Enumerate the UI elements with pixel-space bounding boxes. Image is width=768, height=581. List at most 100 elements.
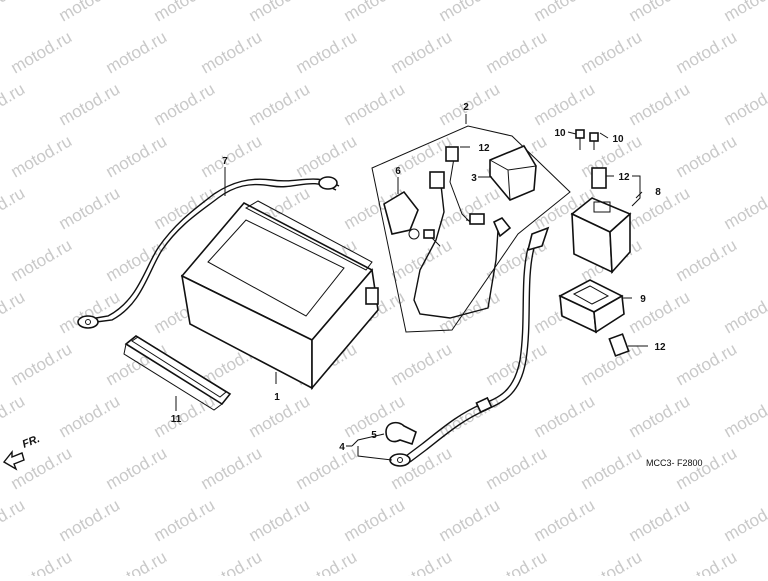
watermark-text: motod.ru: [483, 339, 551, 389]
watermark-text: motod.ru: [8, 547, 76, 576]
callout-11: 11: [171, 414, 182, 425]
callout-12-bottom: 12: [654, 342, 666, 353]
callout-2: 2: [463, 102, 469, 113]
bolts: [576, 130, 598, 150]
watermark-text: motod.ru: [293, 547, 361, 576]
callout-8: 8: [655, 187, 661, 198]
callout-3: 3: [471, 173, 477, 184]
watermark-text: motod.ru: [626, 79, 694, 129]
watermark-text: motod.ru: [56, 495, 124, 545]
watermark-text: motod.ru: [578, 339, 646, 389]
watermark-text: motod.ru: [56, 0, 124, 25]
watermark-text: motod.ru: [531, 495, 599, 545]
callout-10-right: 10: [612, 134, 624, 145]
watermark-text: motod.ru: [198, 131, 266, 181]
callout-12-right: 12: [618, 172, 630, 183]
callout-9: 9: [640, 294, 646, 305]
drawing-code: MCC3- F2800: [646, 458, 703, 468]
watermark-text: motod.ru: [0, 0, 28, 25]
callout-10-left: 10: [554, 128, 566, 139]
watermark-text: motod.ru: [721, 287, 768, 337]
watermark-text: motod.ru: [721, 183, 768, 233]
watermark-text: motod.ru: [721, 79, 768, 129]
watermark-text: motod.ru: [626, 287, 694, 337]
watermark-text: motod.ru: [151, 495, 219, 545]
watermark-text: motod.ru: [293, 131, 361, 181]
watermark-text: motod.ru: [578, 27, 646, 77]
watermark-text: motod.ru: [436, 79, 504, 129]
watermark-text: motod.ru: [198, 443, 266, 493]
watermark-text: motod.ru: [103, 443, 171, 493]
watermark-text: motod.ru: [531, 391, 599, 441]
watermark-text: motod.ru: [246, 79, 314, 129]
watermark-text: motod.ru: [673, 131, 741, 181]
watermark-text: motod.ru: [0, 495, 28, 545]
direction-label: FR.: [21, 433, 42, 451]
watermark-text: motod.ru: [388, 443, 456, 493]
watermark-text: motod.ru: [578, 443, 646, 493]
watermark-text: motod.ru: [151, 0, 219, 25]
watermark-text: motod.ru: [56, 79, 124, 129]
watermark-text: motod.ru: [531, 0, 599, 25]
watermark-text: motod.ru: [8, 443, 76, 493]
watermark-text: motod.ru: [341, 495, 409, 545]
watermark-text: motod.ru: [246, 495, 314, 545]
watermark-text: motod.ru: [531, 79, 599, 129]
watermark-text: motod.ru: [198, 547, 266, 576]
watermark-text: motod.ru: [56, 391, 124, 441]
callout-1: 1: [274, 392, 280, 403]
watermark-text: motod.ru: [436, 183, 504, 233]
watermark-text: motod.ru: [673, 339, 741, 389]
watermark-text: motod.ru: [388, 235, 456, 285]
relay-holder: [560, 280, 624, 332]
watermark-text: motod.ru: [103, 27, 171, 77]
watermark-text: motod.ru: [8, 235, 76, 285]
arrow-icon: [4, 452, 24, 469]
callout-12-top: 12: [478, 143, 490, 154]
watermark-text: motod.ru: [341, 0, 409, 25]
watermark-text: motod.ru: [721, 0, 768, 25]
watermark-text: motod.ru: [721, 391, 768, 441]
watermark-text: motod.ru: [103, 131, 171, 181]
watermark-text: motod.ru: [0, 391, 28, 441]
watermark-text: motod.ru: [673, 27, 741, 77]
watermark-text: motod.ru: [56, 183, 124, 233]
watermark-text: motod.ru: [8, 131, 76, 181]
watermark-text: motod.ru: [151, 79, 219, 129]
watermark-text: motod.ru: [388, 339, 456, 389]
watermark-text: motod.ru: [626, 495, 694, 545]
watermark-text: motod.ru: [246, 0, 314, 25]
watermark-text: motod.ru: [0, 287, 28, 337]
watermark-text: motod.ru: [483, 27, 551, 77]
callout-4: 4: [339, 442, 345, 453]
callout-5: 5: [371, 430, 377, 441]
watermark-text: motod.ru: [388, 547, 456, 576]
watermark-text: motod.ru: [151, 183, 219, 233]
starter-relay: [572, 198, 630, 272]
watermark-text: motod.ru: [673, 443, 741, 493]
watermark-text: motod.ru: [8, 27, 76, 77]
watermark-text: motod.ru: [198, 27, 266, 77]
watermark-text: motod.ru: [341, 79, 409, 129]
watermark-text: motod.ru: [103, 547, 171, 576]
watermark-text: motod.ru: [293, 27, 361, 77]
watermark-text: motod.ru: [721, 495, 768, 545]
watermark-text: motod.ru: [483, 443, 551, 493]
watermark-text: motod.ru: [578, 547, 646, 576]
watermark-text: motod.ru: [151, 391, 219, 441]
watermark-text: motod.ru: [673, 547, 741, 576]
watermark-text: motod.ru: [673, 235, 741, 285]
watermark-text: motod.ru: [0, 79, 28, 129]
watermark-text: motod.ru: [436, 0, 504, 25]
watermark-text: motod.ru: [483, 547, 551, 576]
watermark-text: motod.ru: [578, 131, 646, 181]
watermark-text: motod.ru: [103, 235, 171, 285]
watermark-text: motod.ru: [436, 495, 504, 545]
watermark-text: motod.ru: [388, 27, 456, 77]
callout-7: 7: [222, 156, 228, 167]
watermark-text: motod.ru: [8, 339, 76, 389]
watermark-text: motod.ru: [293, 443, 361, 493]
